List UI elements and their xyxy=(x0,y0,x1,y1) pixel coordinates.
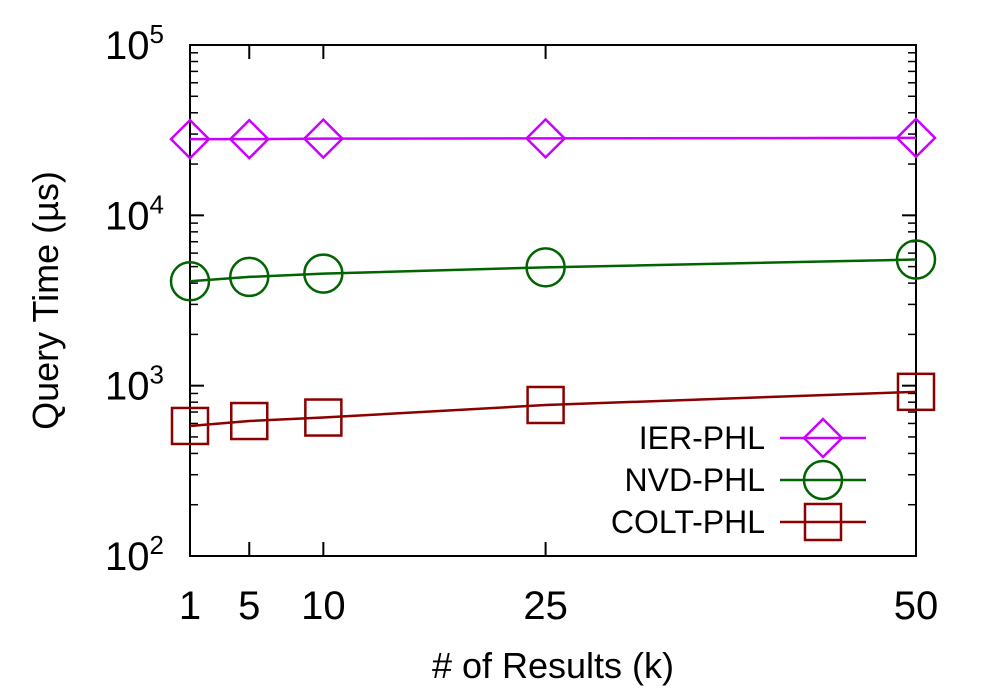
legend-label-ier-phl: IER-PHL xyxy=(639,420,765,456)
y-axis-title: Query Time (µs) xyxy=(25,171,66,430)
data-point-nvd-phl xyxy=(303,253,344,294)
data-point-nvd-phl xyxy=(169,261,211,302)
y-tick-label: 103 xyxy=(105,360,164,409)
data-point-nvd-phl xyxy=(525,247,566,288)
data-point-colt-phl xyxy=(526,385,565,425)
data-point-ier-phl xyxy=(895,117,937,159)
data-point-ier-phl xyxy=(302,117,345,160)
series-line-nvd-phl xyxy=(189,258,917,283)
legend-label-colt-phl: COLT-PHL xyxy=(611,504,765,540)
x-tick-label: 25 xyxy=(523,584,568,628)
y-tick-label: 104 xyxy=(105,189,164,238)
data-point-ier-phl xyxy=(228,118,271,160)
legend-label-nvd-phl: NVD-PHL xyxy=(625,462,765,498)
series-line-ier-phl xyxy=(190,136,917,141)
data-point-ier-phl xyxy=(524,117,567,160)
data-point-ier-phl xyxy=(169,118,211,160)
legend-marker-ier-phl xyxy=(802,417,844,459)
x-axis-title: # of Results (k) xyxy=(432,645,674,686)
y-tick-label: 102 xyxy=(105,530,164,579)
x-tick-label: 10 xyxy=(301,584,346,628)
data-point-colt-phl xyxy=(304,398,343,437)
x-tick-label: 1 xyxy=(179,584,201,628)
data-point-colt-phl xyxy=(170,406,210,446)
data-point-colt-phl xyxy=(896,372,936,412)
legend-marker-nvd-phl xyxy=(802,459,844,501)
x-tick-label: 50 xyxy=(894,584,939,628)
data-point-nvd-phl xyxy=(895,239,937,280)
data-point-colt-phl xyxy=(230,401,269,441)
x-tick-label: 5 xyxy=(238,584,260,628)
data-point-nvd-phl xyxy=(229,256,270,298)
y-tick-label: 105 xyxy=(105,19,164,68)
legend-marker-colt-phl xyxy=(803,502,843,542)
series-line-colt-phl xyxy=(189,390,917,428)
